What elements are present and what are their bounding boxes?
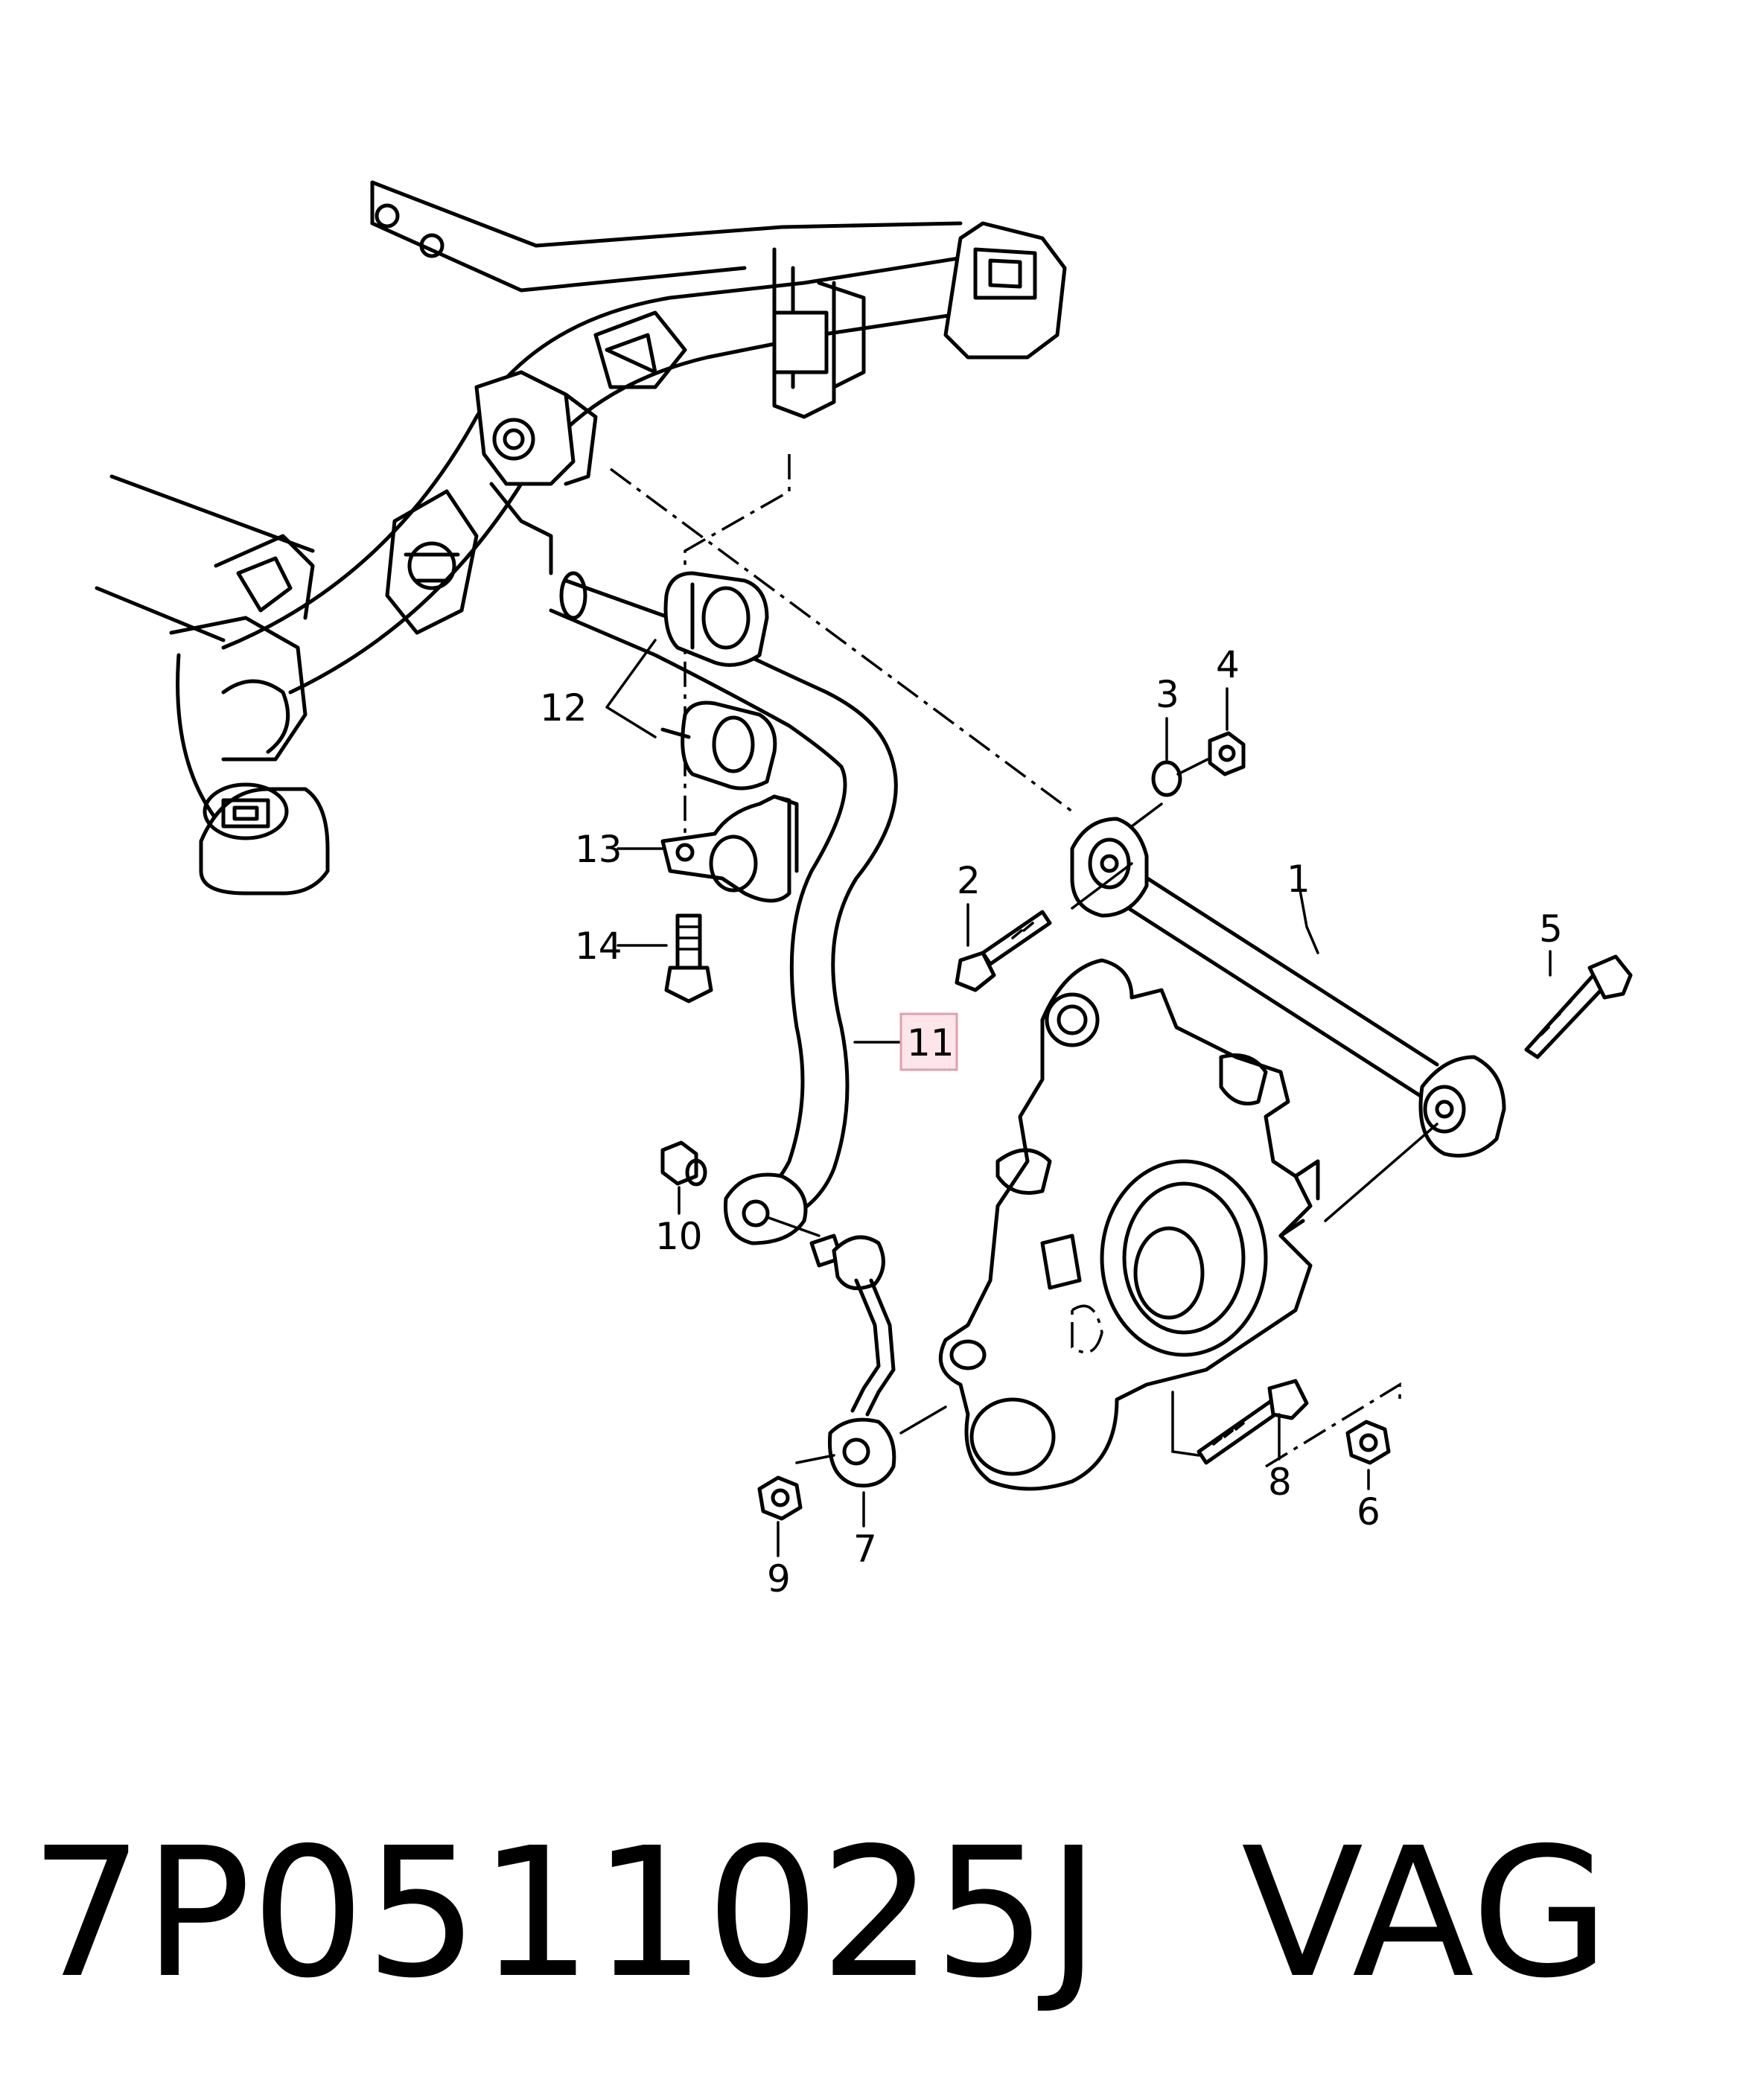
part-number: 7P0511025J [30, 1809, 1100, 2017]
part-footer: 7P0511025J VAG [30, 1801, 1727, 2025]
callout-11: 11 [907, 1021, 955, 1065]
stabilizer-clamp [660, 794, 799, 903]
nut-10 [660, 1140, 707, 1187]
callout-14: 14 [575, 925, 622, 968]
callout-9: 9 [767, 1557, 791, 1600]
rear-subframe [95, 180, 1067, 896]
washer-3 [1151, 760, 1182, 797]
stabilizer-bar [549, 571, 898, 1245]
callout-1: 1 [1287, 858, 1310, 901]
clamp-bolt [664, 913, 713, 1003]
nut-9 [757, 1475, 803, 1521]
bolt-2 [955, 910, 1052, 992]
callout-4: 4 [1216, 643, 1240, 686]
callout-5: 5 [1539, 907, 1563, 951]
callout-3: 3 [1156, 673, 1179, 716]
callout-7: 7 [853, 1528, 877, 1571]
control-arm [1070, 802, 1506, 1222]
wheel-bearing-housing [938, 958, 1320, 1491]
nut-6 [1345, 1420, 1391, 1465]
brand-name: VAG [1241, 1809, 1610, 2017]
leader-lines [605, 639, 1552, 1557]
callout-6: 6 [1357, 1490, 1380, 1533]
callout-10: 10 [655, 1215, 703, 1258]
callouts: 1 2 3 4 5 6 7 8 9 10 11 12 13 14 [540, 643, 1563, 1600]
bolt-8 [1171, 1379, 1309, 1465]
callout-12: 12 [540, 686, 587, 730]
exploded-parts-diagram: 1 2 3 4 5 6 7 8 9 10 11 12 13 14 [95, 180, 1633, 1600]
coupling-rod [795, 1233, 947, 1488]
stabilizer-bushing [660, 571, 777, 791]
callout-8: 8 [1268, 1461, 1292, 1504]
callout-11-highlight [899, 1012, 958, 1071]
assembly-lines [609, 454, 1401, 1468]
bolt-5 [1524, 954, 1633, 1059]
callout-13: 13 [575, 828, 622, 871]
nut-4 [1176, 731, 1246, 776]
callout-2: 2 [957, 859, 981, 902]
